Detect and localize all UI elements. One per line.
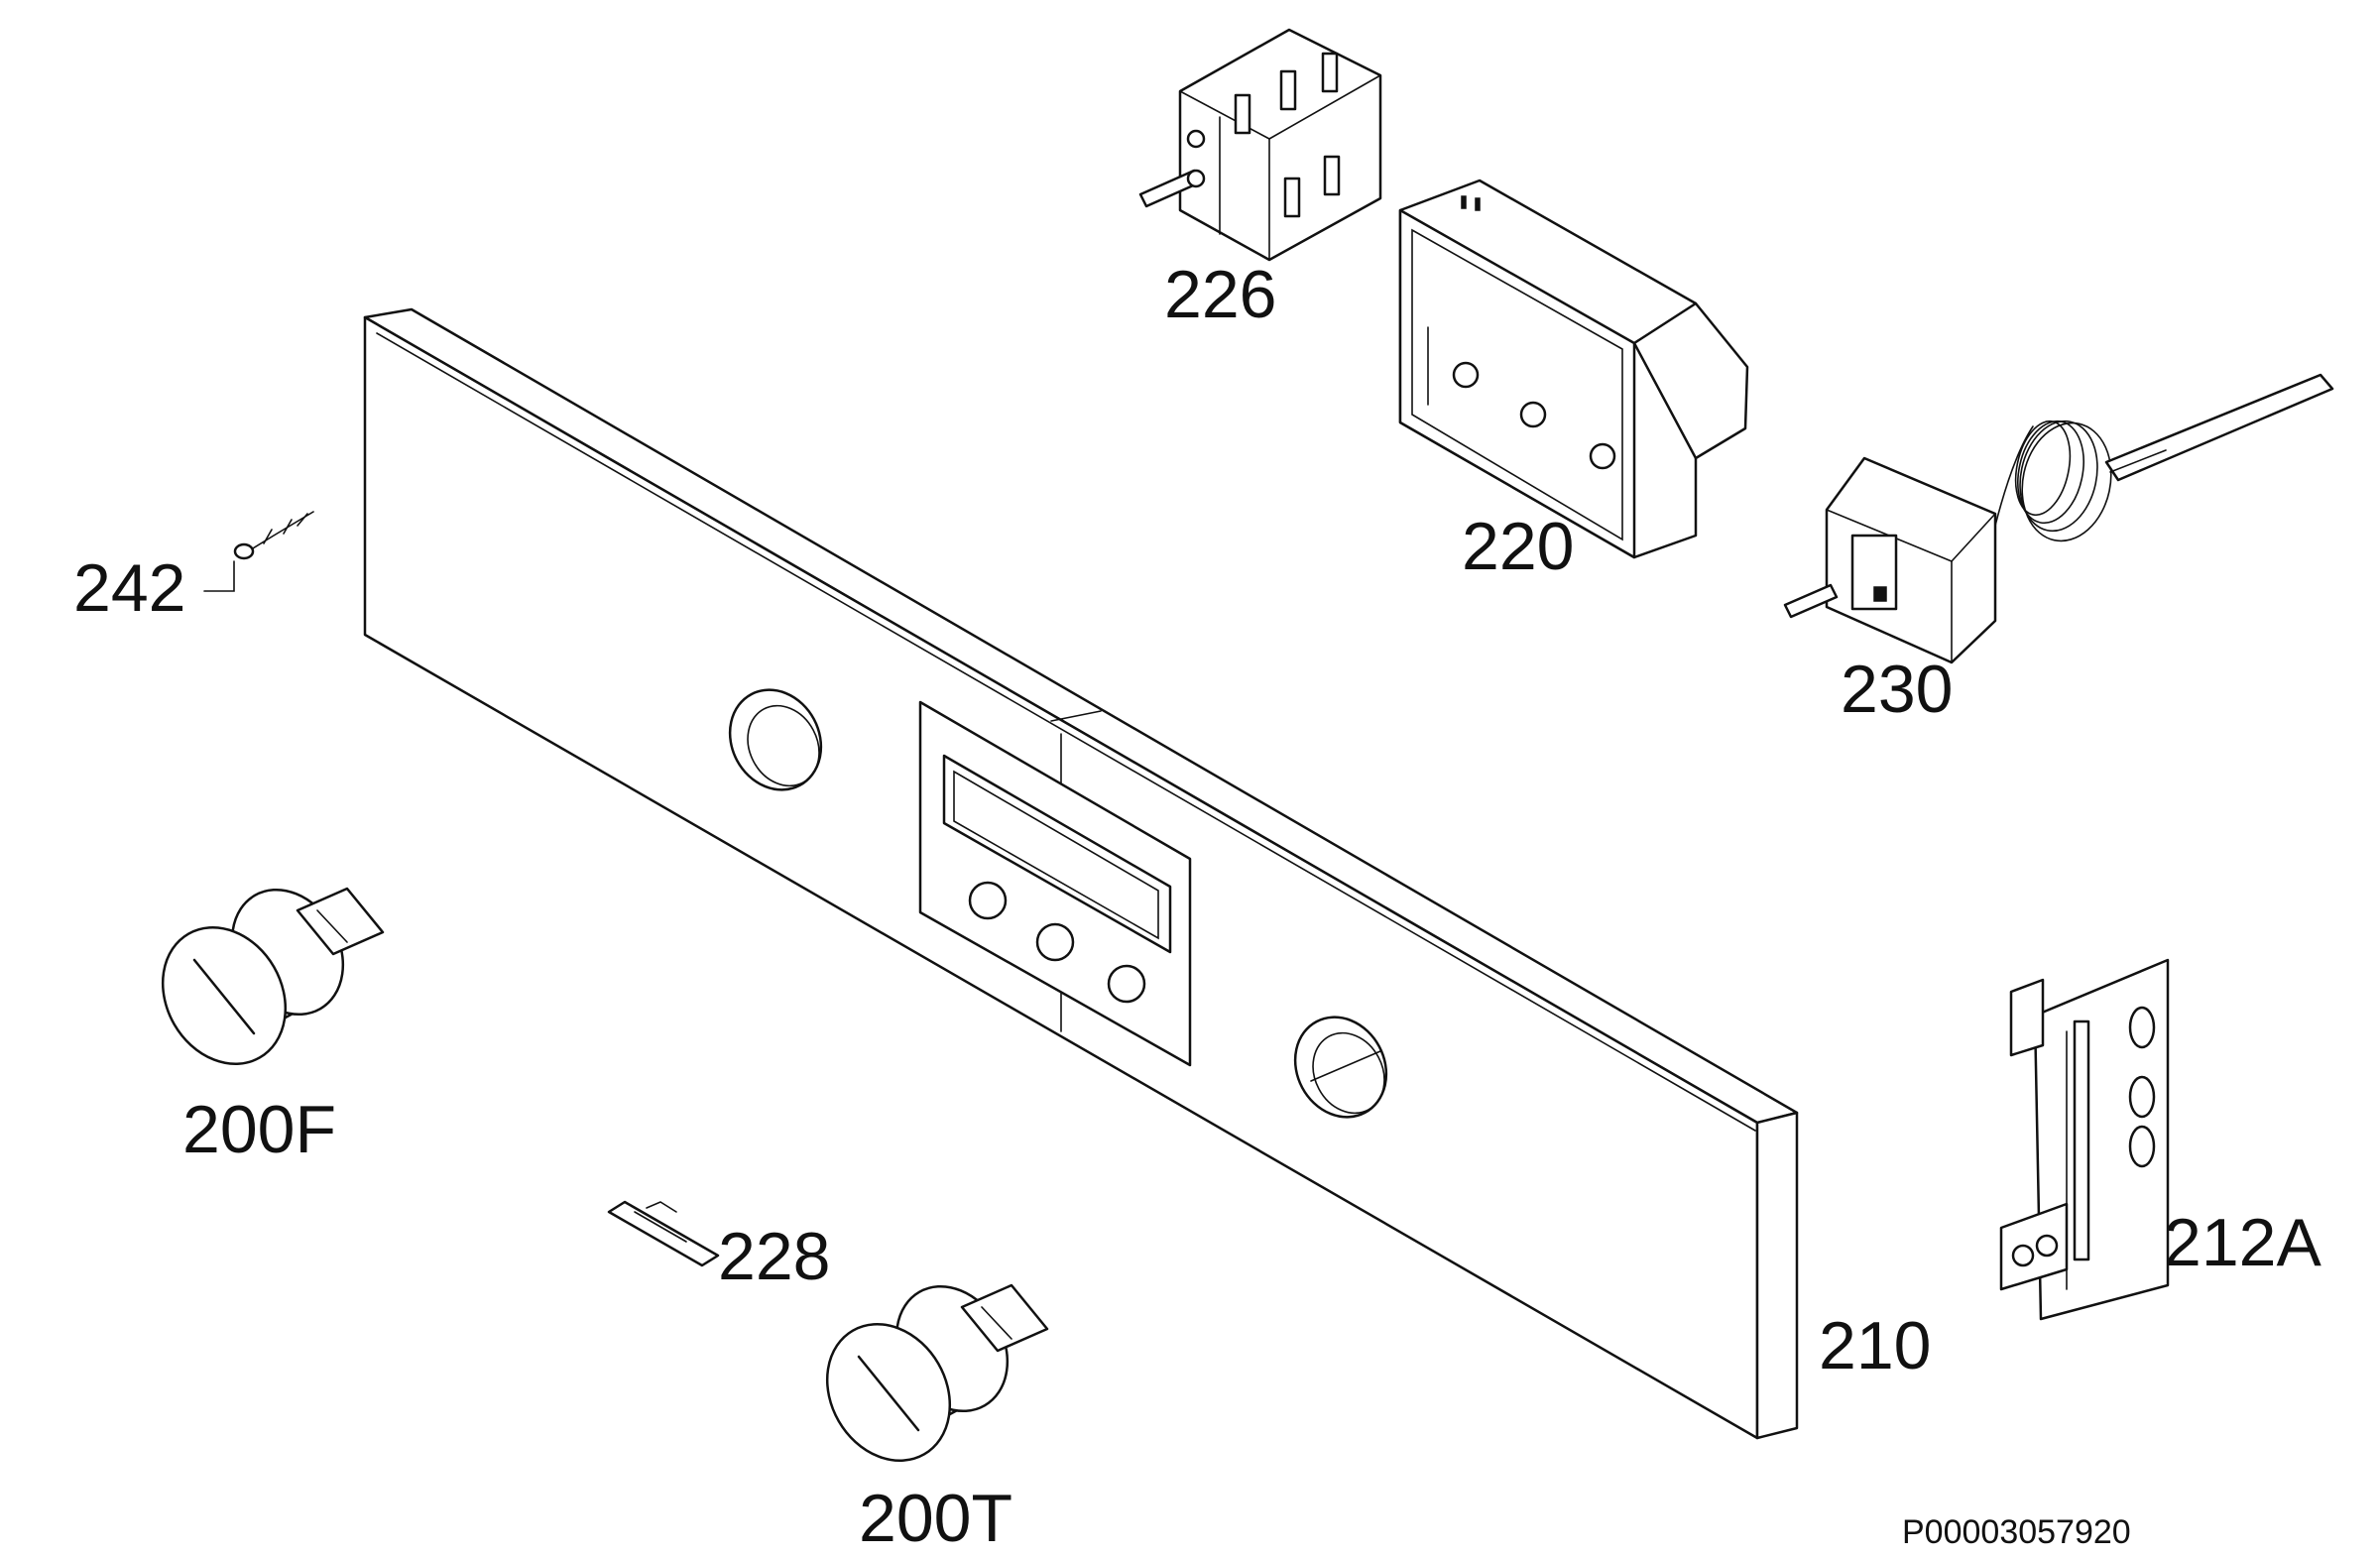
knob-200F-clip-line: [316, 909, 348, 943]
timer-front-inner: [1411, 228, 1623, 541]
bracket-hole-2: [2035, 1234, 2059, 1258]
knob-200T-clip-line: [981, 1306, 1012, 1340]
display-window: [942, 754, 1172, 954]
switch-line-3: [1179, 90, 1270, 140]
fascia-top-edge-line: [376, 332, 1756, 1132]
coil-loop-4: [2014, 420, 2072, 517]
switch-screw-2: [1186, 169, 1206, 188]
timer-module-part: [1398, 179, 1749, 559]
fascia-side-face: [1755, 1111, 1799, 1440]
display-button-3: [1107, 964, 1146, 1004]
right-knob-hole-cross: [1310, 1050, 1381, 1082]
label-220: 220: [1462, 509, 1574, 584]
thermostat-shaft: [1783, 583, 1839, 619]
coil-loop-2: [2019, 420, 2098, 533]
reference-number: P00003057920: [1902, 1513, 2131, 1551]
thermostat-body: [1825, 456, 1997, 664]
knob-200T-part: [825, 1283, 1049, 1463]
switch-line-4: [1268, 74, 1381, 140]
control-panel-fascia: [363, 307, 1799, 1440]
bracket-part: [1999, 958, 2170, 1321]
display-button-1: [968, 881, 1008, 920]
thermostat-terminal: [1873, 586, 1887, 602]
knob-200F-shaft-clip: [296, 887, 385, 956]
bulb-tip-line: [2109, 449, 2167, 473]
label-200F: 200F: [182, 1092, 336, 1167]
pin-head: [233, 542, 255, 560]
pin-ridges: [263, 513, 308, 544]
bracket-slot-2: [2128, 1075, 2156, 1119]
display-window-inner: [953, 770, 1159, 940]
knob-200T-grip: [857, 1355, 920, 1432]
label-212A: 212A: [2164, 1205, 2321, 1280]
bracket-slot-3: [2128, 1125, 2156, 1168]
right-knob-hole-inner: [1312, 1031, 1385, 1115]
knob-200F-part: [161, 887, 385, 1066]
selector-switch-part: [1138, 28, 1382, 262]
switch-contact-5: [1323, 155, 1341, 196]
clip-part: [607, 1200, 720, 1267]
left-knob-hole: [728, 688, 823, 791]
leader-242: [203, 560, 235, 592]
switch-contact-2: [1279, 69, 1297, 111]
right-knob-hole: [1293, 1016, 1388, 1119]
capillary-coil: [2014, 420, 2112, 542]
bracket-hole-1: [2011, 1244, 2035, 1267]
label-226: 226: [1164, 257, 1276, 332]
bracket-slot-1: [2128, 1006, 2156, 1049]
coil-loop-1: [2021, 421, 2112, 542]
bracket-top-tab: [2009, 978, 2045, 1057]
clip-spring: [646, 1201, 677, 1213]
switch-body: [1178, 28, 1382, 262]
clip-line: [634, 1211, 687, 1243]
display-button-2: [1035, 922, 1075, 962]
switch-contact-4: [1283, 177, 1301, 218]
thermostat-edge-2: [1951, 513, 1996, 562]
timer-side-bracket: [1632, 301, 1749, 460]
label-242: 242: [73, 550, 185, 626]
capillary-tube: [1994, 425, 2034, 527]
label-200T: 200T: [859, 1481, 1012, 1556]
timer-mark-2: [1475, 197, 1481, 211]
knob-200F-grip: [192, 958, 256, 1035]
left-knob-hole-inner: [747, 704, 820, 787]
switch-contact-1: [1234, 93, 1251, 135]
timer-mark-1: [1461, 195, 1467, 209]
switch-contact-3: [1321, 52, 1339, 93]
timer-hole-1: [1452, 361, 1480, 389]
thermostat-face-plate: [1850, 534, 1898, 611]
label-230: 230: [1841, 652, 1953, 727]
thermostat-bulb: [2104, 373, 2334, 482]
pin-part: [203, 511, 314, 592]
timer-front-frame: [1398, 208, 1636, 559]
switch-screw-1: [1186, 129, 1206, 149]
fascia-seam-top: [1050, 710, 1102, 722]
thermostat-part: [1783, 373, 2334, 664]
timer-hole-3: [1589, 442, 1616, 470]
bracket-rib: [2073, 1019, 2090, 1261]
label-210: 210: [1819, 1308, 1931, 1383]
coil-loop-3: [2017, 420, 2084, 525]
label-228: 228: [718, 1219, 830, 1294]
timer-hole-2: [1519, 401, 1547, 428]
knob-200T-shaft-clip: [960, 1283, 1049, 1353]
clip-body: [607, 1200, 720, 1267]
